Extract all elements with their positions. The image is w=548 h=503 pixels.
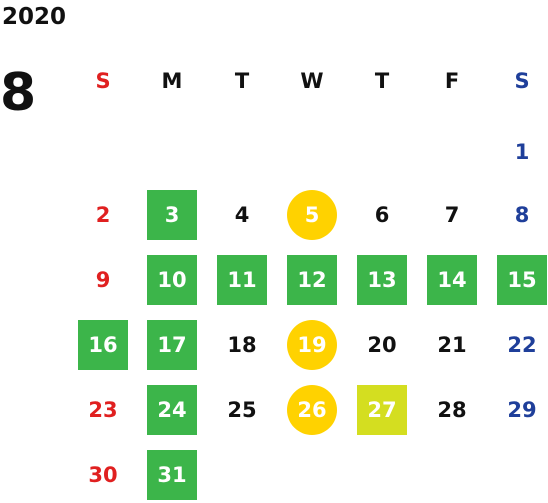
day-cell-31[interactable]: 31 [147, 450, 197, 500]
day-cell-9[interactable]: 9 [95, 267, 111, 292]
day-cell-7[interactable]: 7 [444, 202, 460, 227]
day-cell-17[interactable]: 17 [147, 320, 197, 370]
weekday-header-fri: F [444, 68, 460, 93]
day-cell-1[interactable]: 1 [514, 139, 530, 164]
day-cell-18[interactable]: 18 [227, 332, 257, 357]
day-cell-2[interactable]: 2 [95, 202, 111, 227]
day-cell-15[interactable]: 15 [497, 255, 547, 305]
day-cell-10[interactable]: 10 [147, 255, 197, 305]
day-cell-3[interactable]: 3 [147, 190, 197, 240]
day-cell-11[interactable]: 11 [217, 255, 267, 305]
day-cell-22[interactable]: 22 [507, 332, 537, 357]
day-cell-5[interactable]: 5 [287, 190, 337, 240]
day-cell-13[interactable]: 13 [357, 255, 407, 305]
day-cell-8[interactable]: 8 [514, 202, 530, 227]
day-cell-29[interactable]: 29 [507, 397, 537, 422]
day-cell-12[interactable]: 12 [287, 255, 337, 305]
day-cell-14[interactable]: 14 [427, 255, 477, 305]
weekday-header-sun: S [95, 68, 111, 93]
day-cell-30[interactable]: 30 [88, 462, 118, 487]
weekday-header-mon: M [161, 68, 183, 93]
day-cell-21[interactable]: 21 [437, 332, 467, 357]
day-cell-27[interactable]: 27 [357, 385, 407, 435]
day-cell-16[interactable]: 16 [78, 320, 128, 370]
weekday-header-wed: W [300, 68, 324, 93]
day-cell-20[interactable]: 20 [367, 332, 397, 357]
day-cell-25[interactable]: 25 [227, 397, 257, 422]
weekday-header-thu: T [374, 68, 390, 93]
month-number: 8 [0, 63, 37, 123]
day-cell-28[interactable]: 28 [437, 397, 467, 422]
weekday-header-sat: S [514, 68, 530, 93]
day-cell-24[interactable]: 24 [147, 385, 197, 435]
day-cell-19[interactable]: 19 [287, 320, 337, 370]
year-label: 2020 [2, 4, 67, 30]
day-cell-23[interactable]: 23 [88, 397, 118, 422]
day-cell-4[interactable]: 4 [234, 202, 250, 227]
day-cell-26[interactable]: 26 [287, 385, 337, 435]
day-cell-6[interactable]: 6 [374, 202, 390, 227]
weekday-header-tue: T [234, 68, 250, 93]
